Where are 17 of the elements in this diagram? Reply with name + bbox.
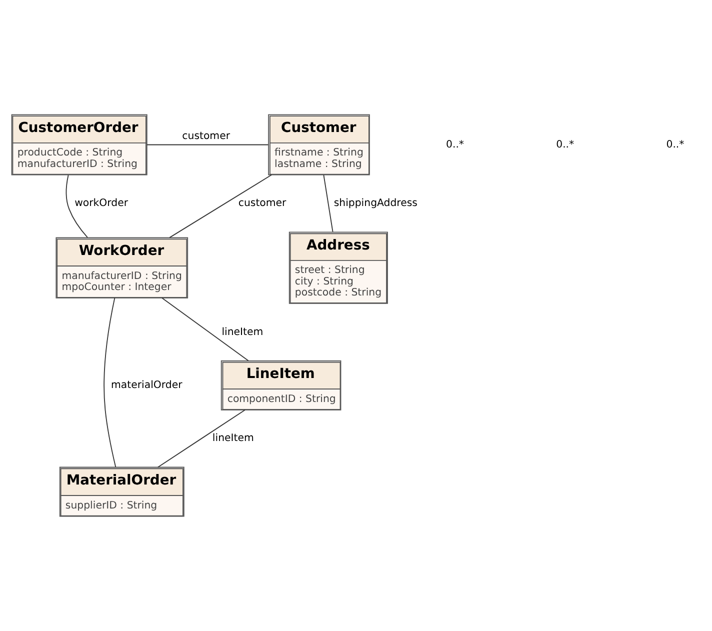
edge-label: lineItem <box>212 433 254 444</box>
connector <box>169 174 272 238</box>
edge-label: materialOrder <box>111 380 182 391</box>
label: 0..* <box>666 139 684 150</box>
edge-label: workOrder <box>74 198 128 210</box>
edge-label: customer <box>182 131 230 142</box>
connector <box>104 297 116 468</box>
edge-label: shippingAddress <box>334 198 418 210</box>
label: 0..* <box>446 139 464 150</box>
connector <box>323 174 334 232</box>
connector <box>66 174 88 238</box>
edge-label: lineItem <box>222 326 264 338</box>
connector <box>146 144 269 146</box>
connector <box>162 298 249 362</box>
connector <box>157 410 246 468</box>
label: 0..* <box>556 139 574 150</box>
edge-label: customer <box>238 198 286 210</box>
